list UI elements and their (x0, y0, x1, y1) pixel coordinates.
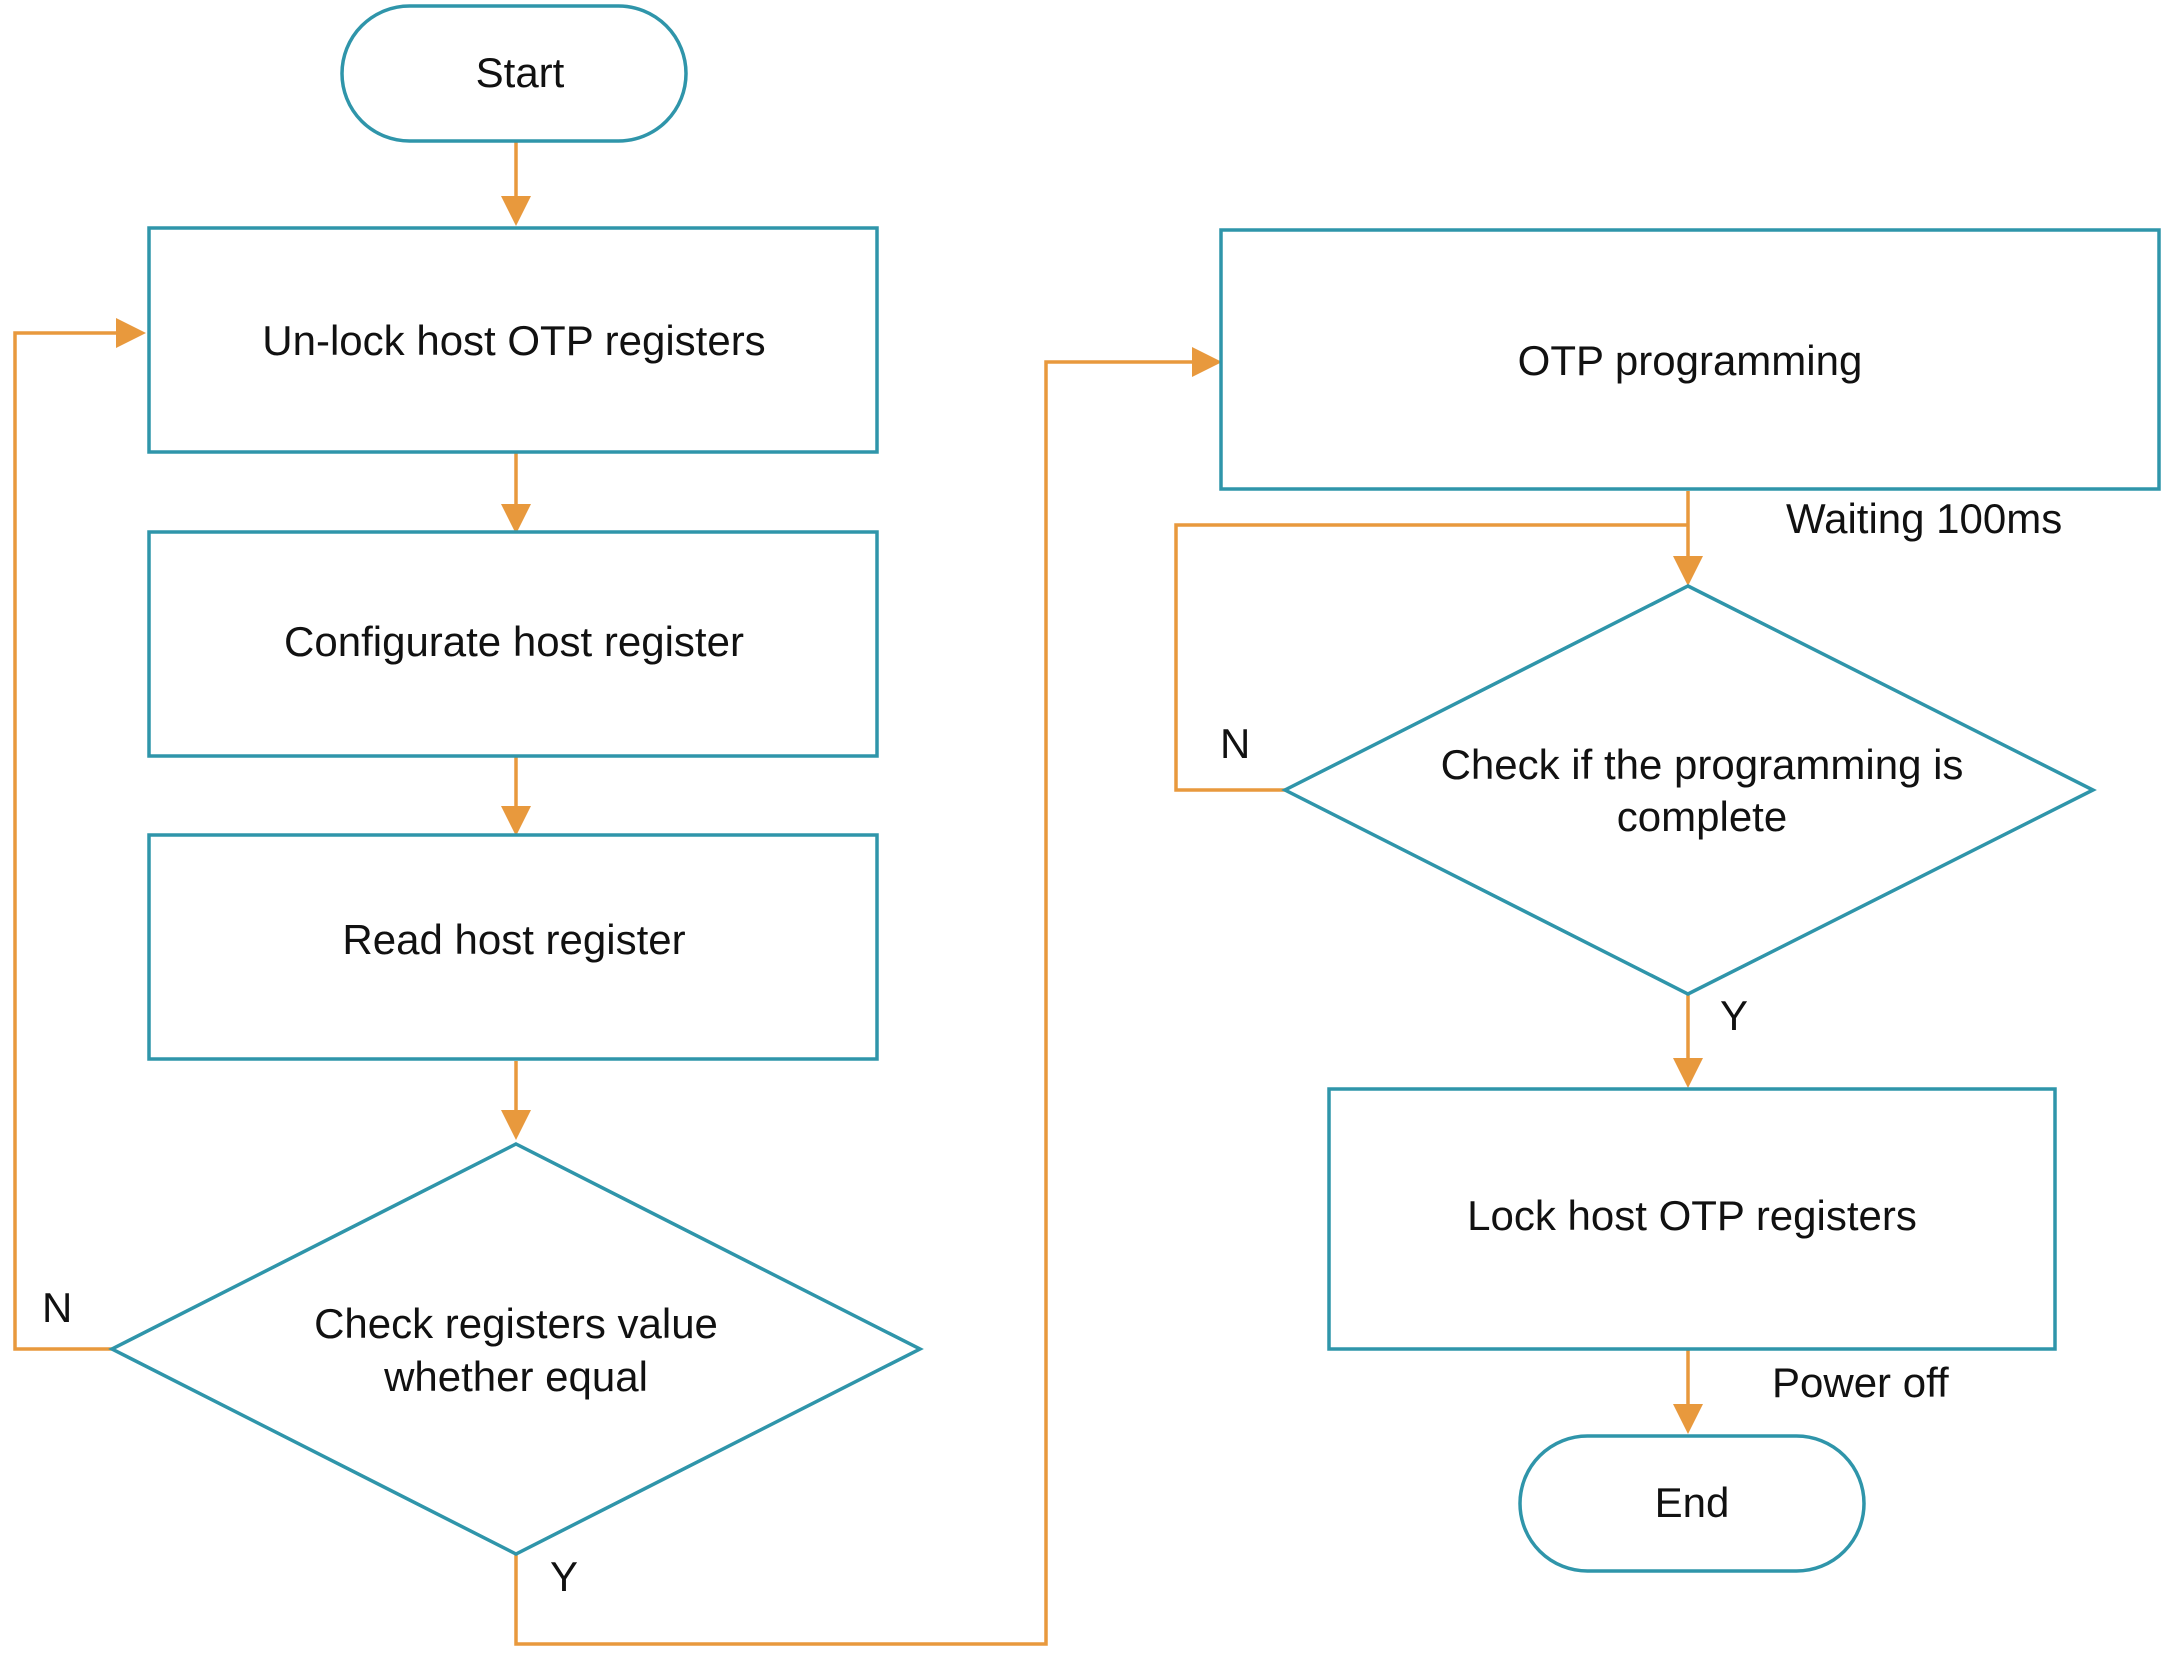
configure-process-box (147, 530, 879, 758)
check-equal-yes-label: Y (550, 1553, 578, 1600)
unlock-label: Un-lock host OTP registers (262, 317, 765, 364)
check-complete-yes-label: Y (1720, 992, 1748, 1039)
arrowhead (501, 806, 531, 836)
start-label: Start (476, 49, 565, 96)
arrowhead (1192, 347, 1222, 377)
arrowhead (1673, 1058, 1703, 1088)
unlock-process-box (147, 226, 879, 454)
connector-check-equal-no-loop (13, 331, 120, 1351)
check-equal-label-line1: Check registers value (314, 1300, 718, 1347)
start-terminator (340, 4, 688, 143)
check-equal-label-line2: whether equal (383, 1353, 648, 1400)
lock-process-box (1327, 1087, 2057, 1351)
check-complete-label-line1: Check if the programming is (1441, 741, 1964, 788)
check-complete-label-line2: complete (1617, 793, 1787, 840)
check-complete-no-label: N (1220, 720, 1250, 767)
configure-label: Configurate host register (284, 618, 744, 665)
arrowhead (1673, 1404, 1703, 1434)
waiting-label: Waiting 100ms (1786, 495, 2062, 542)
read-process-box (147, 833, 879, 1061)
arrowhead (501, 196, 531, 226)
check-complete-decision (1281, 584, 2097, 996)
arrowhead (501, 1110, 531, 1140)
end-terminator (1518, 1434, 1866, 1573)
check-equal-decision (108, 1142, 924, 1556)
arrowhead (116, 318, 146, 348)
lock-label: Lock host OTP registers (1467, 1192, 1917, 1239)
check-equal-no-label: N (42, 1284, 72, 1331)
connector-check-equal-yes-to-otp (514, 360, 1194, 1646)
power-off-label: Power off (1772, 1359, 1949, 1406)
arrowhead (501, 504, 531, 534)
end-label: End (1655, 1479, 1730, 1526)
arrowhead (1673, 556, 1703, 586)
connector-check-complete-no-loop (1174, 523, 1688, 792)
otp-programming-process-box (1219, 228, 2161, 491)
read-label: Read host register (342, 916, 685, 963)
otp-programming-label: OTP programming (1518, 337, 1863, 384)
